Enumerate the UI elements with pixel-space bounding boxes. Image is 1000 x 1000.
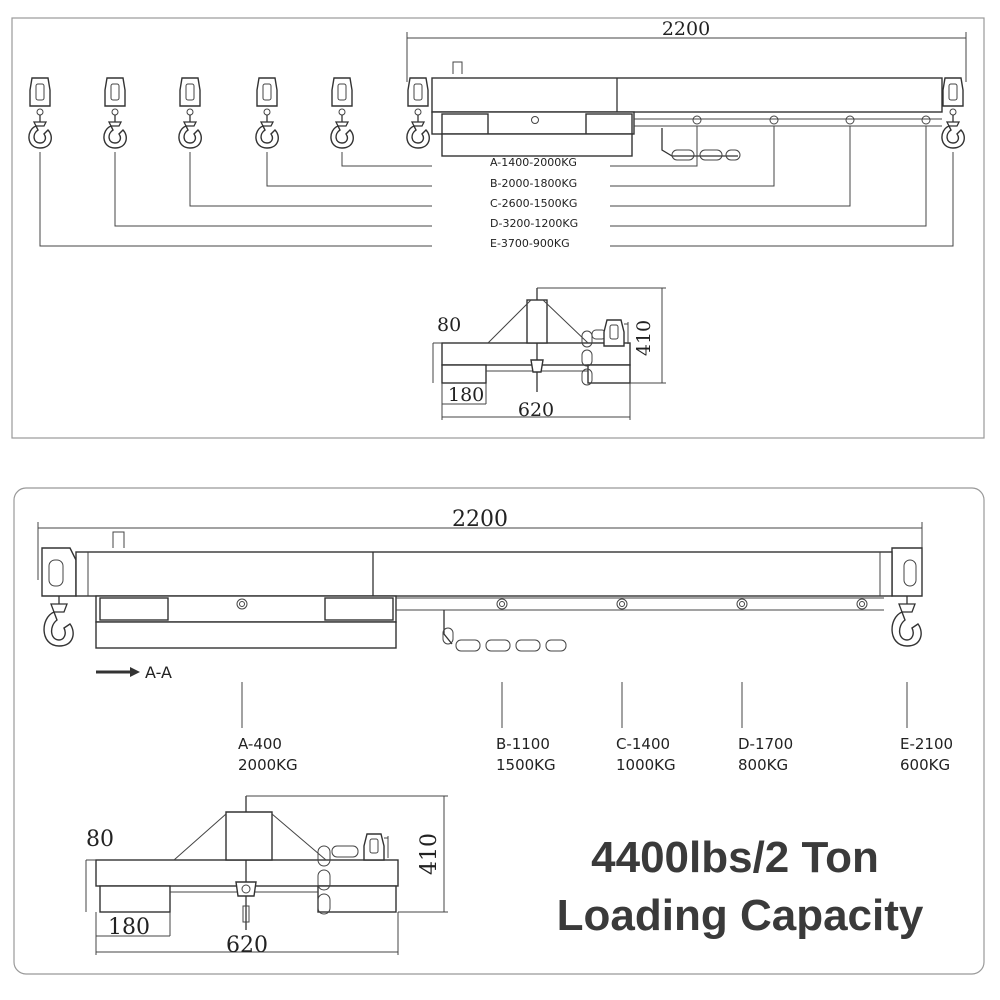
top-length-dimension: 2200 — [406, 18, 967, 82]
hook-icon — [406, 77, 430, 149]
chain-icon — [442, 627, 567, 652]
position-label-d: D-3200-1200KG — [490, 217, 578, 230]
position-code-b: B-1100 — [496, 735, 550, 753]
top-dim-410: 410 — [633, 320, 655, 356]
bottom-dim-620: 620 — [226, 933, 268, 958]
hook-icon — [941, 77, 965, 149]
bottom-dim-180: 180 — [108, 915, 150, 940]
bottom-panel-frame — [13, 487, 985, 975]
bottom-length-label: 2200 — [452, 507, 508, 532]
hook-icon — [603, 319, 629, 347]
bottom-boom — [41, 531, 923, 652]
top-length-label: 2200 — [662, 18, 710, 40]
top-position-labels: A-1400-2000KG B-2000-1800KG C-2600-1500K… — [490, 156, 578, 250]
hook-icon — [28, 77, 52, 149]
position-code-a: A-400 — [238, 735, 282, 753]
hook-icon — [891, 611, 922, 647]
top-boom — [431, 61, 943, 161]
hook-icon — [330, 77, 354, 149]
position-load-a: 2000KG — [238, 756, 298, 774]
bottom-position-markers — [241, 682, 908, 728]
hook-icon — [178, 77, 202, 149]
position-label-e: E-3700-900KG — [490, 237, 570, 250]
position-label-c: C-2600-1500KG — [490, 197, 577, 210]
hook-icon — [255, 77, 279, 149]
bottom-hooks — [43, 596, 922, 647]
position-code-e: E-2100 — [900, 735, 953, 753]
position-label-a: A-1400-2000KG — [490, 156, 577, 169]
position-load-d: 800KG — [738, 756, 788, 774]
top-panel-frame — [11, 17, 985, 439]
top-dim-80: 80 — [437, 314, 461, 336]
hook-icon — [363, 833, 389, 861]
section-label: A-A — [145, 663, 172, 682]
bottom-position-labels: A-400 2000KG B-1100 1500KG C-1400 1000KG… — [238, 735, 953, 774]
top-side-view: 80 410 180 620 — [432, 287, 666, 421]
chain-icon — [317, 845, 359, 915]
position-code-d: D-1700 — [738, 735, 793, 753]
position-label-b: B-2000-1800KG — [490, 177, 577, 190]
top-dim-620: 620 — [518, 399, 554, 421]
position-load-e: 600KG — [900, 756, 950, 774]
hook-icon — [43, 611, 74, 647]
bottom-dim-80: 80 — [86, 827, 114, 852]
chain-icon — [671, 149, 741, 161]
capacity-caption-line1: 4400lbs/2 Ton — [591, 833, 879, 882]
capacity-caption-line2: Loading Capacity — [557, 891, 924, 940]
bottom-side-view: 80 410 180 620 — [85, 795, 448, 958]
top-dim-180: 180 — [448, 384, 484, 406]
position-code-c: C-1400 — [616, 735, 670, 753]
top-leaders — [39, 126, 954, 247]
section-marker: A-A — [96, 663, 172, 682]
hook-icon — [103, 77, 127, 149]
bottom-dim-410: 410 — [417, 833, 442, 875]
position-load-b: 1500KG — [496, 756, 556, 774]
position-load-c: 1000KG — [616, 756, 676, 774]
arrow-right-icon — [130, 667, 140, 677]
